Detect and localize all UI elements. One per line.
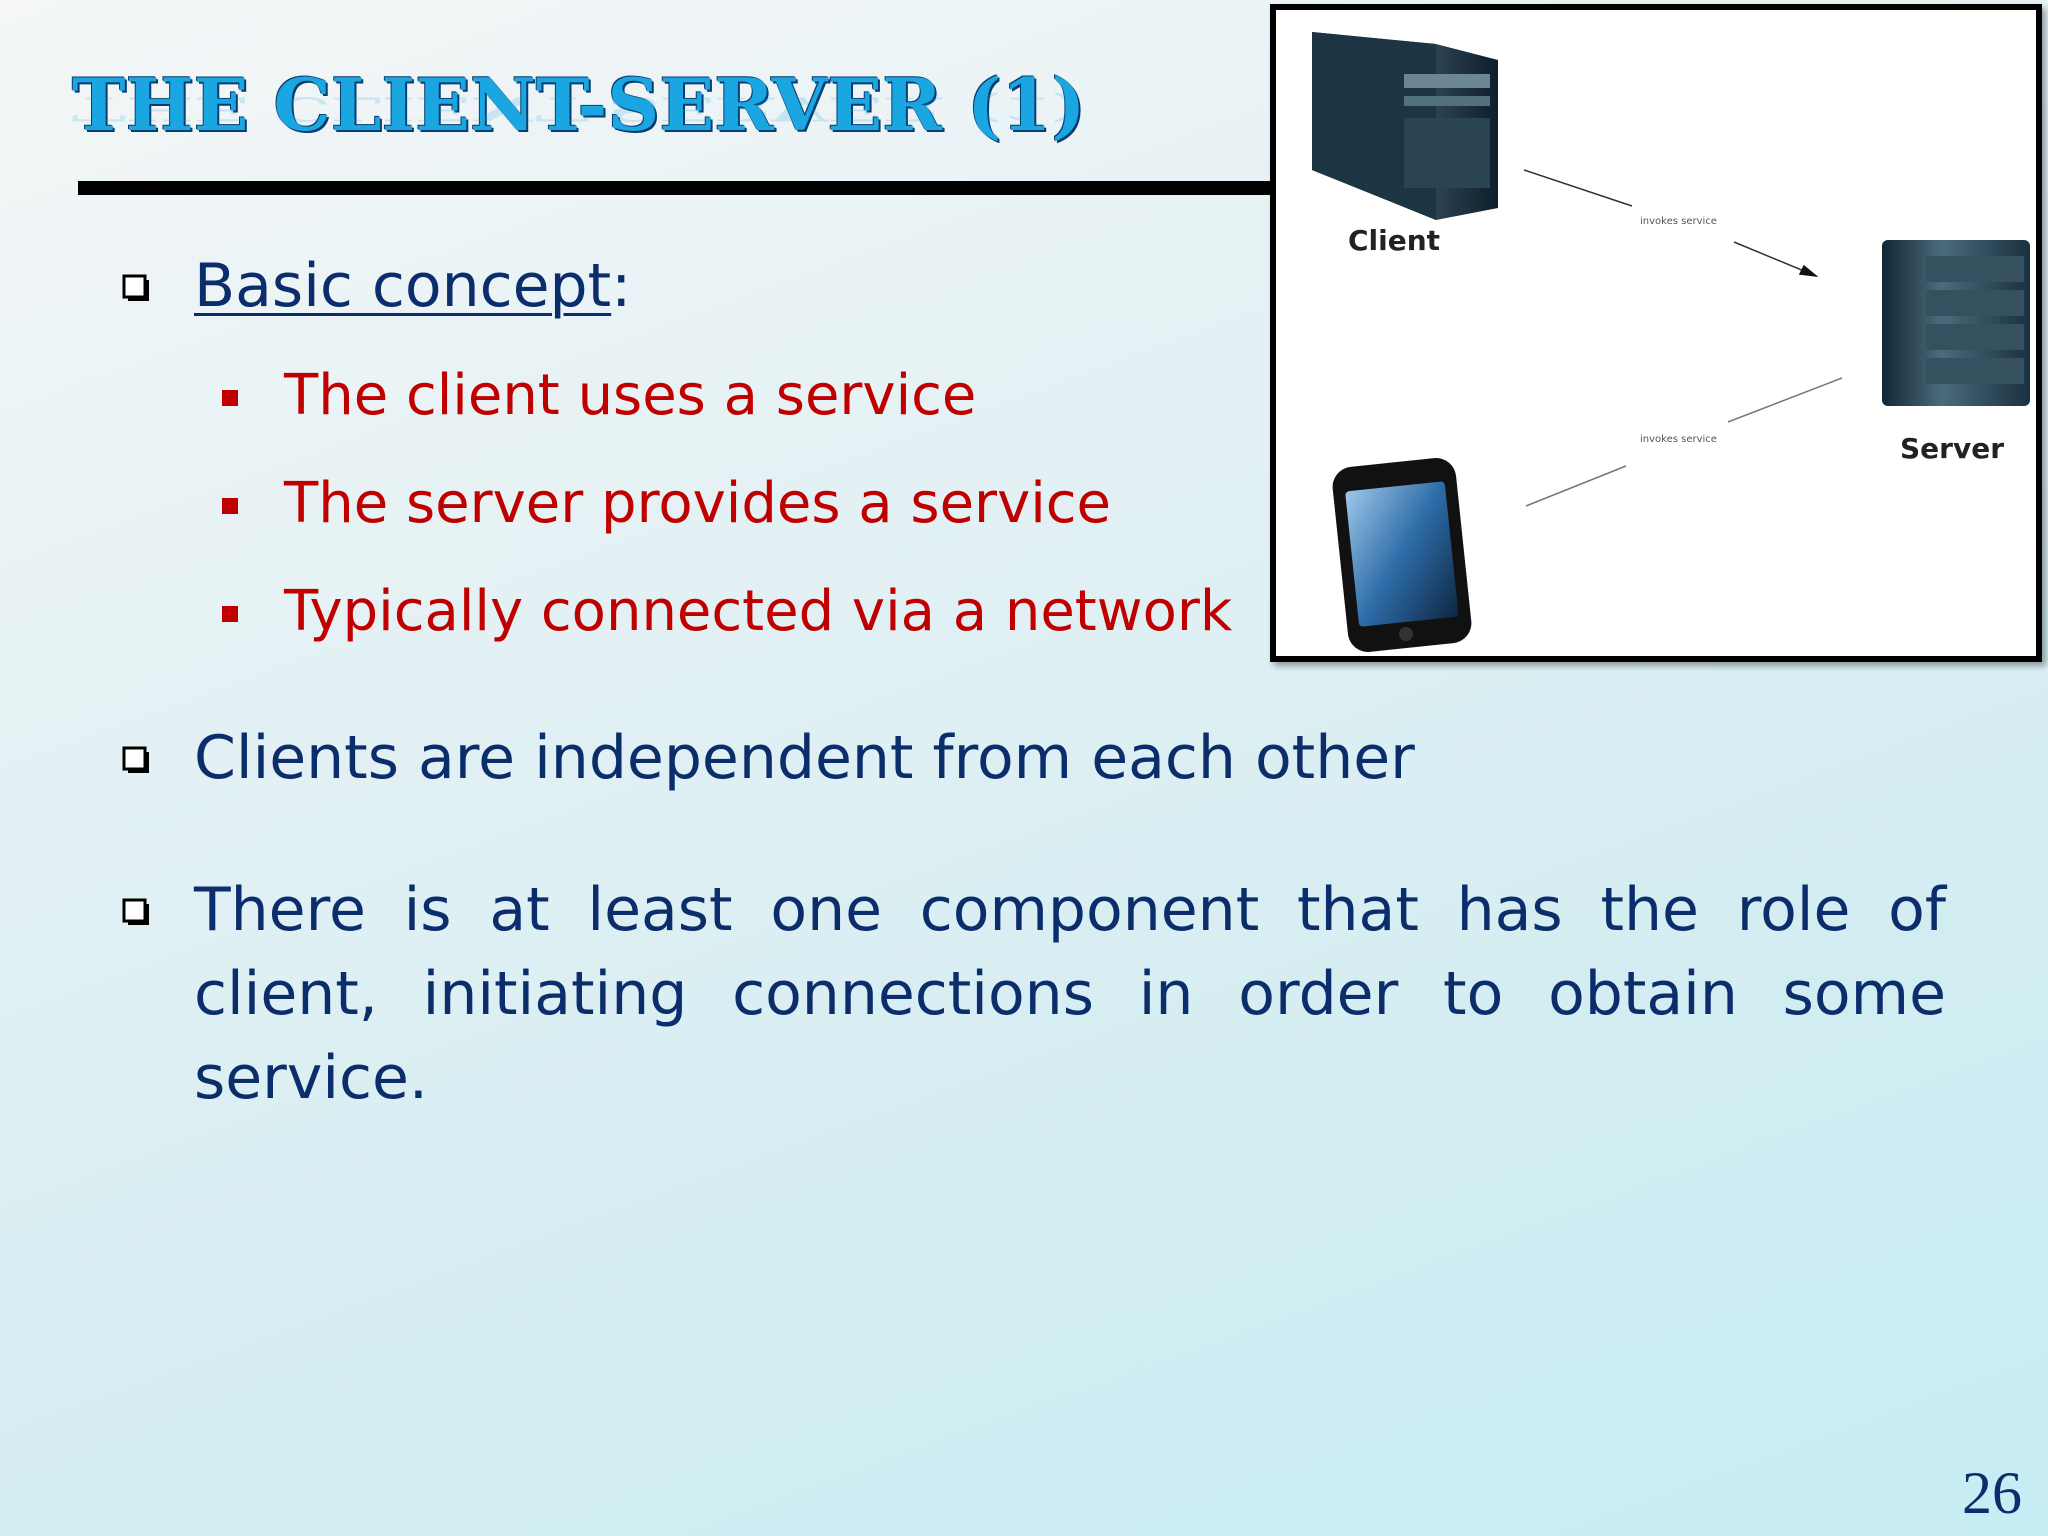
sub-bullet-text: Typically connected via a network [284, 579, 1233, 644]
page-number: 26 [1962, 1460, 2022, 1526]
invoke-arrows [1523, 169, 1843, 507]
mobile-phone-icon [1332, 458, 1472, 652]
filled-square-bullet-icon [222, 498, 238, 514]
basic-concept-colon: : [611, 251, 632, 321]
sub-bullet-text: The client uses a service [284, 363, 977, 428]
bullet-text: Clients are independent from each other [194, 723, 1415, 793]
sub-bullet-text: The server provides a service [284, 471, 1112, 536]
filled-square-bullet-icon [222, 606, 238, 622]
basic-concept-label: Basic concept [194, 251, 612, 321]
hollow-square-bullet-icon [122, 746, 149, 773]
bullet-role-text: There is at least one component that has… [194, 875, 1946, 1113]
client-label: Client [1348, 224, 1441, 257]
slide-title: THE CLIENT-SERVER (1) [72, 62, 1086, 147]
filled-square-bullet-icon [222, 390, 238, 406]
client-computer-icon [1312, 32, 1498, 220]
client-server-diagram: Client Server invokes service invokes se… [1270, 4, 2042, 662]
diagram-graphics [1312, 32, 2030, 652]
hollow-square-bullet-icon [122, 274, 149, 301]
server-rack-icon [1882, 240, 2030, 406]
server-label: Server [1900, 432, 2005, 465]
edge-label-bottom: invokes service [1640, 434, 1717, 445]
title-underline-rule [78, 181, 1274, 195]
hollow-square-bullet-icon [122, 898, 149, 925]
edge-label-top: invokes service [1640, 216, 1717, 227]
